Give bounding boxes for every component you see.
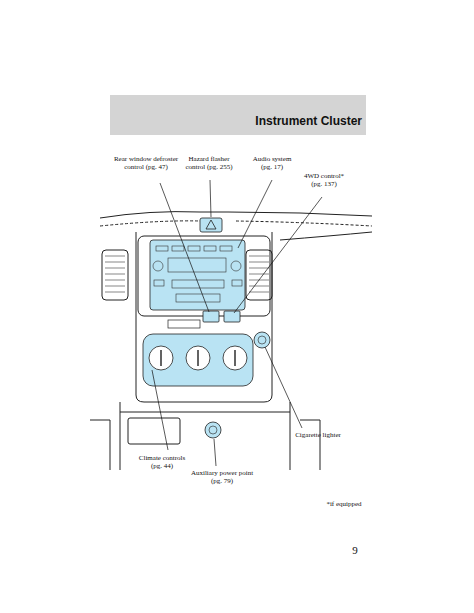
callout-label: 4WD control* (pg. 137) [301,172,347,188]
footnote: *if equipped [319,500,369,508]
callout-label: Hazard flasher control (pg. 255) [180,155,238,171]
page-number: 9 [345,544,365,556]
callout-label: Climate controls (pg. 44) [137,454,187,470]
callout-label: Audio system (pg. 17) [252,155,292,171]
section-title: Instrument Cluster [255,114,362,128]
callout-label: Rear window defroster control (pg. 47) [113,155,179,171]
callout-label: Cigarette lighter [283,431,353,439]
callout-label: Auxiliary power point (pg. 79) [187,469,257,485]
